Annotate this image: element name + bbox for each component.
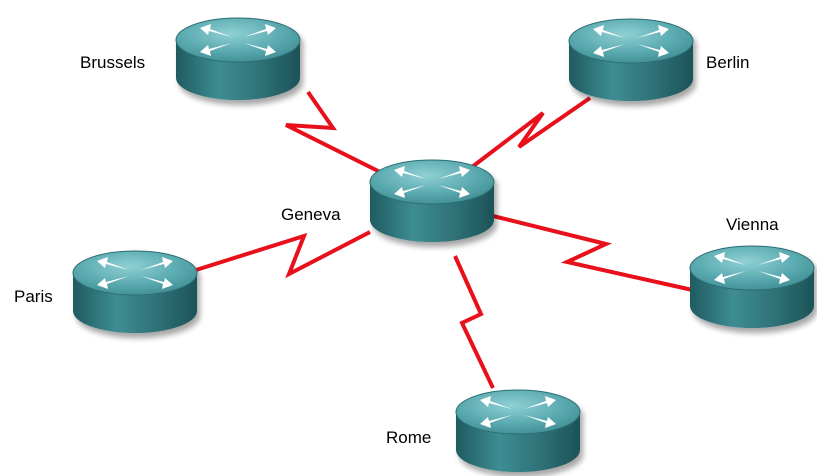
link-geneva-berlin (466, 96, 592, 172)
label-vienna: Vienna (726, 215, 779, 234)
router-rome[interactable] (455, 389, 581, 473)
label-paris: Paris (14, 287, 53, 306)
router-berlin[interactable] (568, 18, 694, 102)
router-vienna[interactable] (689, 245, 815, 329)
router-icon (455, 389, 581, 473)
label-geneva: Geneva (281, 205, 341, 224)
router-icon (689, 245, 815, 329)
router-icon (568, 18, 694, 102)
router-icon (175, 17, 301, 101)
router-paris[interactable] (72, 250, 198, 334)
router-icon (72, 250, 198, 334)
label-rome: Rome (386, 428, 431, 447)
router-geneva[interactable] (369, 159, 495, 243)
link-geneva-vienna (492, 214, 698, 293)
link-geneva-paris (195, 230, 371, 279)
router-brussels[interactable] (175, 17, 301, 101)
router-icon (369, 159, 495, 243)
link-geneva-rome (453, 255, 495, 389)
label-berlin: Berlin (706, 53, 749, 72)
label-brussels: Brussels (80, 53, 145, 72)
wan-links (195, 90, 698, 389)
link-geneva-brussels (285, 90, 381, 174)
